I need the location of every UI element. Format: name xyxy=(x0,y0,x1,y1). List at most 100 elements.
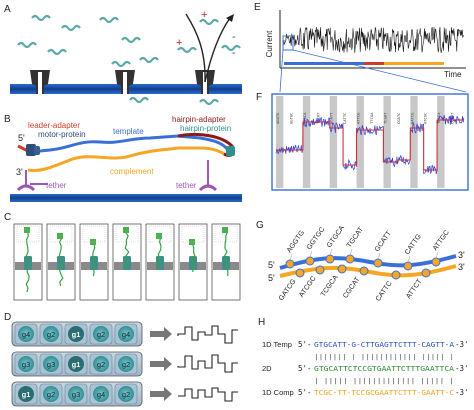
panel-label-g: G xyxy=(256,220,264,231)
h-row-label: 2D xyxy=(262,364,272,373)
c-frame xyxy=(79,223,109,301)
f-tick-label: AGGTG xyxy=(275,112,280,124)
d-well-label: g4 xyxy=(122,330,130,339)
f-tick-label: TTCGA xyxy=(369,112,374,124)
c-dna xyxy=(191,243,196,273)
e-current-trace xyxy=(283,26,464,53)
d-signal xyxy=(178,387,238,402)
pore-1 xyxy=(30,70,50,94)
d-well-label: g1 xyxy=(72,360,81,369)
g-bottom-node xyxy=(421,268,431,278)
f-tick-label: GCATT xyxy=(329,112,334,124)
pore-2 xyxy=(115,70,135,94)
d-well-label: g3 xyxy=(22,360,30,369)
e-bar-hairpin xyxy=(364,62,384,65)
label-template: template xyxy=(113,127,144,136)
c-motor xyxy=(24,227,30,233)
d-well-label: g1 xyxy=(72,330,81,339)
d-well-label: g1 xyxy=(22,390,31,399)
h-suffix: -3' xyxy=(455,364,469,373)
g-bot-5: 5' xyxy=(268,273,275,283)
panel-a: A xyxy=(4,4,242,106)
c-pore xyxy=(24,256,32,270)
d-well: g3 xyxy=(39,353,63,375)
h-row: 2D 5'-GTGCATTCTCCGTGAATTCTTTGAATTCA-3' xyxy=(262,364,469,373)
g-bottom-kmer: TCGCA xyxy=(320,274,340,298)
c-motor xyxy=(123,227,129,233)
d-well: g1 xyxy=(14,383,38,405)
tether-right xyxy=(198,160,218,192)
e-bar-complement xyxy=(384,62,444,65)
h-prefix: 5'- xyxy=(298,364,312,373)
e-xlabel: Time xyxy=(444,70,462,79)
motor-protein xyxy=(26,144,40,156)
charge-plus-1: + xyxy=(176,37,182,49)
c-dna xyxy=(92,243,97,277)
f-fit-trace xyxy=(276,119,464,171)
f-tick-label: CATTC xyxy=(342,113,347,124)
d-well: g3 xyxy=(64,383,88,405)
c-frame xyxy=(13,223,43,301)
charge-plus-2: + xyxy=(201,9,207,21)
template-strand xyxy=(29,134,230,154)
label-hairpin-protein: hairpin-protein xyxy=(180,124,231,133)
g-bottom-kmer: CGCAT xyxy=(342,276,362,300)
d-well: g4 xyxy=(89,383,113,405)
h-match-bars-1: ||||||| | |||||||||||| ||||| | xyxy=(314,353,454,361)
c-frame xyxy=(211,223,241,301)
f-band xyxy=(276,96,284,188)
c-motor xyxy=(222,227,228,233)
charge-minus-2: - xyxy=(232,47,236,59)
d-arrow xyxy=(150,331,164,337)
c-dna xyxy=(58,237,64,287)
f-band xyxy=(410,96,418,188)
c-frame xyxy=(178,223,208,301)
e-ylabel: Current xyxy=(265,30,274,57)
d-well-label: g2 xyxy=(122,360,130,369)
f-tick-label: ATCGC xyxy=(423,113,428,124)
panel-label-c: C xyxy=(4,212,11,223)
h-seq: GTGCATTCTCCGTGAATTCTTTGAATTCA xyxy=(314,365,455,373)
d-well: g2 xyxy=(114,383,138,405)
g-top-kmer: ATTGC xyxy=(432,229,451,252)
f-tick-label: TCGAT xyxy=(382,112,387,124)
h-prefix: 5'- xyxy=(298,388,312,397)
g-top-kmer: GCATT xyxy=(374,230,393,254)
d-well: g1 xyxy=(64,323,88,345)
g-top-node xyxy=(345,254,355,264)
g-bottom-kmer: CATTC xyxy=(375,280,394,303)
label-motor-protein: motor-protein xyxy=(38,130,86,139)
panel-label-f: F xyxy=(256,92,262,103)
g-top-kmer: TGCAT xyxy=(346,226,365,250)
g-top-5: 5' xyxy=(268,260,275,270)
e-zoom-box xyxy=(282,35,294,51)
c-frame xyxy=(112,223,142,301)
e-bar-template xyxy=(284,62,322,65)
g-top-node xyxy=(305,256,315,266)
h-match-bars-2: | ||||| ||||||||||||| ||||| | xyxy=(314,377,454,385)
label-hairpin-adapter: hairpin-adapter xyxy=(172,115,226,124)
g-top-kmer: CATTG xyxy=(404,233,423,256)
g-top-node xyxy=(285,259,295,269)
f-tick-label: CGATC xyxy=(396,113,401,124)
h-seq: TCGC-TT-TCCGCGAATTCTTT-GAATT-C xyxy=(314,389,454,397)
d-well-label: g4 xyxy=(22,330,30,339)
d-well: g1 xyxy=(64,353,88,375)
dna-molecules-a xyxy=(17,14,241,106)
c-frames xyxy=(13,223,241,301)
h-prefix: 5'- xyxy=(298,340,312,349)
g-bottom-kmer: ATCGC xyxy=(298,275,317,299)
h-seq: GTGCATT-G-CTTGAGTTCTTT-CAGTT-A xyxy=(314,341,455,349)
panel-e: E Current Time xyxy=(254,2,467,93)
d-arrow xyxy=(150,361,164,367)
c-frame xyxy=(46,223,76,301)
f-tick-label: ATTCG xyxy=(356,112,361,124)
membrane-b xyxy=(10,194,242,202)
